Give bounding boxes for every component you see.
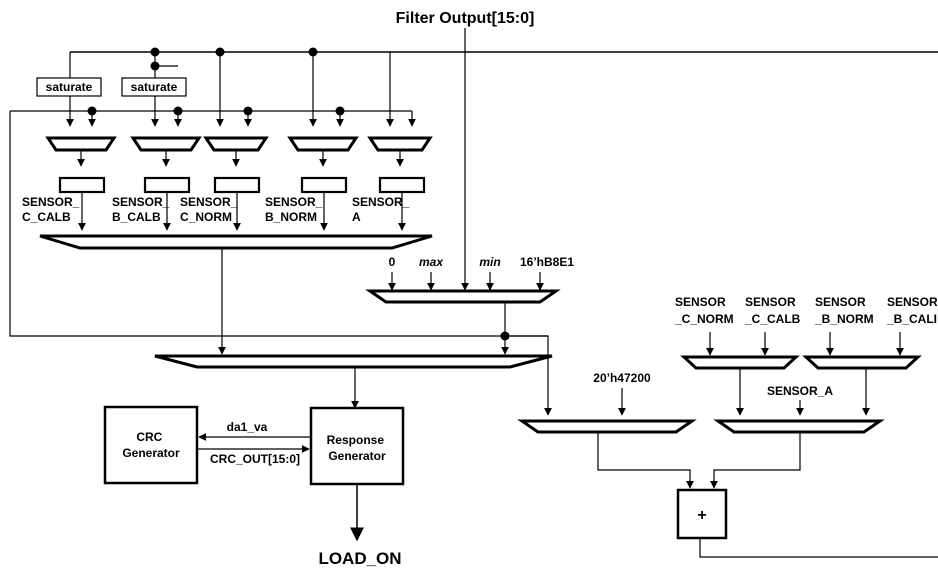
gain-mux <box>713 419 885 434</box>
compare-inputs-wiring <box>388 272 544 291</box>
register-1 <box>58 176 106 194</box>
adder-block <box>676 488 728 540</box>
register-to-mux-wiring <box>78 192 406 231</box>
label-sensor-b-norm: SENSOR_ B_NORM <box>265 195 326 224</box>
label-16hb8e1: 16’hB8E1 <box>520 255 574 269</box>
mux-4 <box>287 136 359 152</box>
register-3 <box>213 176 261 194</box>
norm-mux-2 <box>802 355 922 370</box>
label-sensor-a-right: SENSOR_A <box>767 384 833 398</box>
feedback-wiring <box>9 96 548 337</box>
saturate-label-2: saturate <box>131 80 178 94</box>
compare-mux-output-wiring <box>501 302 552 416</box>
label-20h47200: 20’h47200 <box>593 371 651 385</box>
label-min: min <box>479 255 500 269</box>
register-4 <box>300 176 348 194</box>
filter-output-title: Filter Output[15:0] <box>396 10 535 27</box>
crc-out-label: CRC_OUT[15:0] <box>210 452 300 466</box>
register-2 <box>143 176 191 194</box>
mux-1 <box>45 136 117 152</box>
label-sensor-c-calb: SENSOR_ C_CALB <box>22 195 83 224</box>
saturate-block-2 <box>121 77 187 97</box>
crc-generator-label: CRC Generator <box>122 430 180 460</box>
label-right-c-norm: SENSOR _C_NORM <box>674 295 734 326</box>
norm-mux-output-wiring <box>736 368 870 416</box>
saturate-block-1 <box>36 77 102 97</box>
label-zero: 0 <box>389 255 396 269</box>
adder-label: + <box>697 507 706 524</box>
gain-mux-output-wire <box>710 432 801 489</box>
top-bus-wiring <box>69 28 938 291</box>
label-right-b-calb: SENSOR _B_CALI <box>886 295 938 326</box>
offset-mux <box>517 419 697 434</box>
adder-output-wire <box>699 538 938 558</box>
offset-mux-output-wire <box>597 432 694 489</box>
right-sensor-wiring <box>706 332 904 356</box>
mux-2 <box>130 136 202 152</box>
sensor-select-mux <box>39 234 433 250</box>
label-sensor-a: SENSOR_ A <box>352 195 413 224</box>
register-5 <box>378 176 426 194</box>
label-max: max <box>419 255 444 269</box>
response-generator-label: Response Generator <box>327 433 388 463</box>
mux-to-register-wiring <box>77 150 404 167</box>
label-sensor-c-norm: SENSOR_ C_NORM <box>180 195 241 224</box>
label-right-c-calb: SENSOR _C_CALB <box>744 295 801 326</box>
label-sensor-b-calb: SENSOR_ B_CALB <box>112 195 173 224</box>
load-on-label: LOAD_ON <box>318 549 401 568</box>
compare-mux <box>365 289 561 304</box>
crc-generator-block <box>103 405 199 485</box>
saturate-label-1: saturate <box>46 80 93 94</box>
mux-5 <box>367 136 433 152</box>
mux-3 <box>203 136 269 152</box>
da1-va-label: da1_va <box>227 420 268 434</box>
output-select-mux <box>154 354 553 369</box>
label-right-b-norm: SENSOR _B_NORM <box>814 295 874 326</box>
norm-mux-1 <box>680 355 800 370</box>
